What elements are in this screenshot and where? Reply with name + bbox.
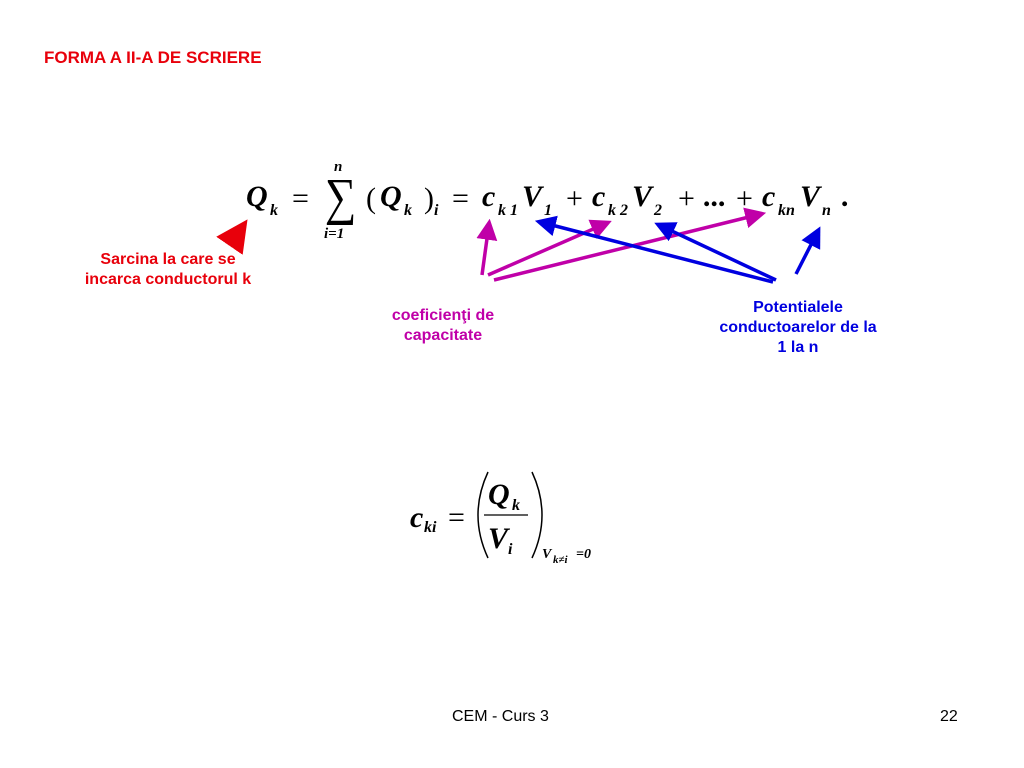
eq1-plus-2: + — [678, 182, 695, 215]
eq1-term: Q — [380, 180, 402, 213]
eq1-plus-1: + — [566, 182, 583, 215]
eq1-term-sub: k — [404, 202, 412, 219]
eq2-den: V — [488, 522, 509, 555]
potential-arrow-3 — [794, 226, 821, 275]
charge-arrow — [216, 219, 248, 255]
pot-label-line-2: conductoarelor de la — [719, 319, 877, 336]
coef-label-line-1: coeficienţi de — [391, 307, 495, 324]
eq1-c2: c — [592, 180, 606, 213]
eq2-lhs: c — [410, 501, 424, 534]
eq1-c1: c — [482, 180, 496, 213]
potential-arrow-2 — [654, 222, 777, 282]
charge-label: Sarcina la care se incarca conductorul k — [40, 250, 296, 290]
eq2-right-paren — [531, 471, 543, 559]
eq2-cond: V — [542, 547, 552, 562]
eq1-v1-sub: 1 — [544, 202, 552, 219]
coef-arrow-2 — [487, 219, 612, 277]
eq1-cn-sub: kn — [778, 202, 795, 219]
eq1-v1: V — [522, 180, 543, 213]
eq2-lhs-sub: ki — [424, 519, 437, 536]
sum-symbol: ∑ — [324, 169, 357, 226]
eq1-lhs: Q — [246, 180, 268, 213]
eq2-den-sub: i — [508, 541, 513, 558]
potentials-label: Potentialele conductoarelor de la 1 la n — [690, 298, 906, 358]
charge-label-line-1: Sarcina la care se — [100, 251, 236, 268]
slide-title: FORMA A II-A DE SCRIERE — [44, 48, 262, 67]
eq1-sum-bottom: i=1 — [324, 226, 345, 242]
footer-course: CEM - Curs 3 — [452, 708, 549, 725]
eq1-vn: V — [800, 180, 821, 213]
coef-label-line-2: capacitate — [403, 327, 483, 344]
eq1-equals: = — [292, 182, 309, 215]
eq1-vn-sub: n — [822, 202, 831, 219]
eq1-lhs-sub: k — [270, 202, 278, 219]
eq2-num-sub: k — [512, 497, 520, 514]
eq1-open-paren: ( — [366, 182, 376, 215]
coef-arrow-3 — [493, 207, 767, 282]
coef-arrow-1 — [476, 218, 498, 276]
pot-label-line-3: 1 la n — [777, 339, 819, 356]
eq1-sum-top: n — [334, 159, 343, 175]
eq1-v2-sub: 2 — [654, 202, 662, 219]
pot-label-line-1: Potentialele — [753, 299, 843, 316]
eq2-equals: = — [448, 501, 465, 534]
eq2-cond-sub: k≠i — [553, 554, 568, 566]
eq1-equals-2: = — [452, 182, 469, 215]
potential-arrow-1 — [534, 215, 774, 284]
eq1-ellipsis: ... — [704, 180, 727, 213]
page-number: 22 — [940, 708, 958, 725]
eq2-left-paren — [477, 471, 489, 559]
eq1-outer-sub: i — [434, 202, 439, 219]
eq1-v2: V — [632, 180, 653, 213]
eq1-close-paren: ) — [424, 182, 434, 215]
eq1-c1-sub: k 1 — [498, 202, 518, 219]
eq1-plus-3: + — [736, 182, 753, 215]
eq2-cond-val: =0 — [576, 547, 591, 562]
eq1-cn: c — [762, 180, 776, 213]
eq1-c2-sub: k 2 — [608, 202, 628, 219]
charge-label-line-2: incarca conductorul k — [84, 271, 252, 288]
eq1-end: . — [842, 180, 850, 213]
eq2-num: Q — [488, 478, 510, 511]
coefficients-label: coeficienţi de capacitate — [360, 306, 526, 346]
